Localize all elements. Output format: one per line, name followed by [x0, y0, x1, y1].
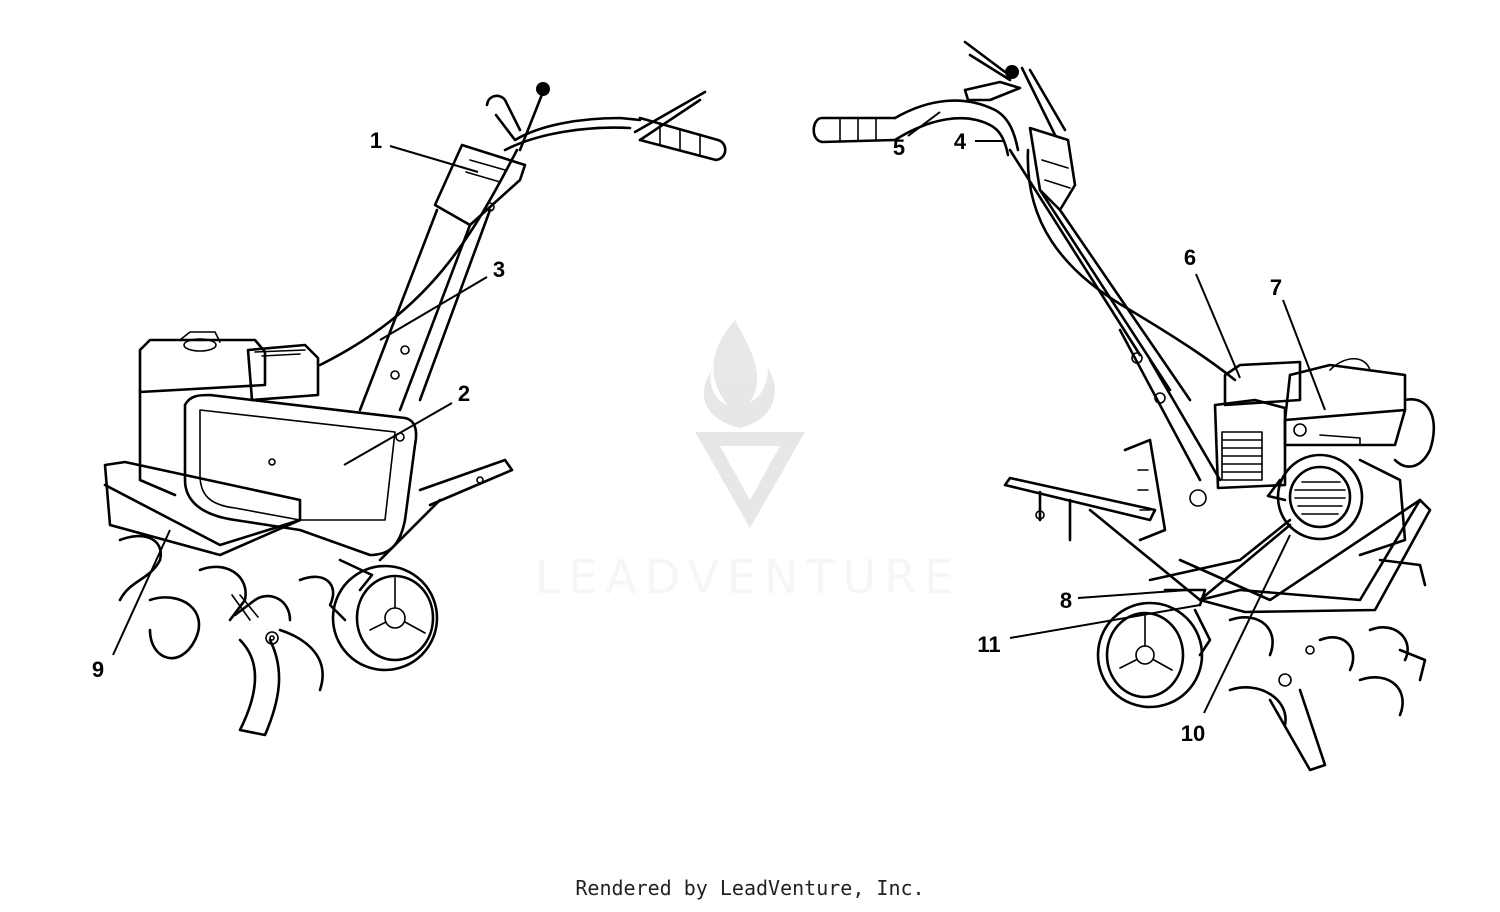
watermark-v-icon: [695, 432, 805, 528]
callout-6: 6: [1184, 245, 1241, 379]
callout-9-label: 9: [92, 657, 104, 682]
right-tiller-illustration: [812, 40, 1436, 772]
watermark: LEADVENTURE: [535, 320, 962, 604]
callout-8-label: 8: [1060, 588, 1072, 613]
callout-6-label: 6: [1184, 245, 1196, 270]
callout-4-label: 4: [954, 129, 967, 154]
callout-7-label: 7: [1270, 275, 1282, 300]
callout-2-label: 2: [458, 381, 470, 406]
callout-5: 5: [893, 111, 941, 160]
callout-10: 10: [1181, 534, 1291, 746]
callout-1-label: 1: [370, 128, 382, 153]
callout-5-label: 5: [893, 135, 905, 160]
callout-11-label: 11: [977, 632, 1000, 657]
watermark-flame-icon: [703, 320, 775, 428]
callout-8: 8: [1060, 588, 1189, 613]
callout-7: 7: [1270, 275, 1326, 411]
callout-10-label: 10: [1181, 721, 1205, 746]
watermark-text: LEADVENTURE: [535, 550, 962, 604]
callout-4: 4: [954, 129, 1003, 154]
callout-11: 11: [977, 604, 1201, 657]
callout-3-label: 3: [493, 257, 505, 282]
callout-9: 9: [92, 529, 171, 682]
left-tiller-illustration: [103, 82, 727, 737]
callout-2: 2: [343, 381, 470, 466]
callout-1: 1: [370, 128, 479, 173]
footer-credit: Rendered by LeadVenture, Inc.: [575, 876, 925, 900]
callout-3: 3: [379, 257, 505, 341]
